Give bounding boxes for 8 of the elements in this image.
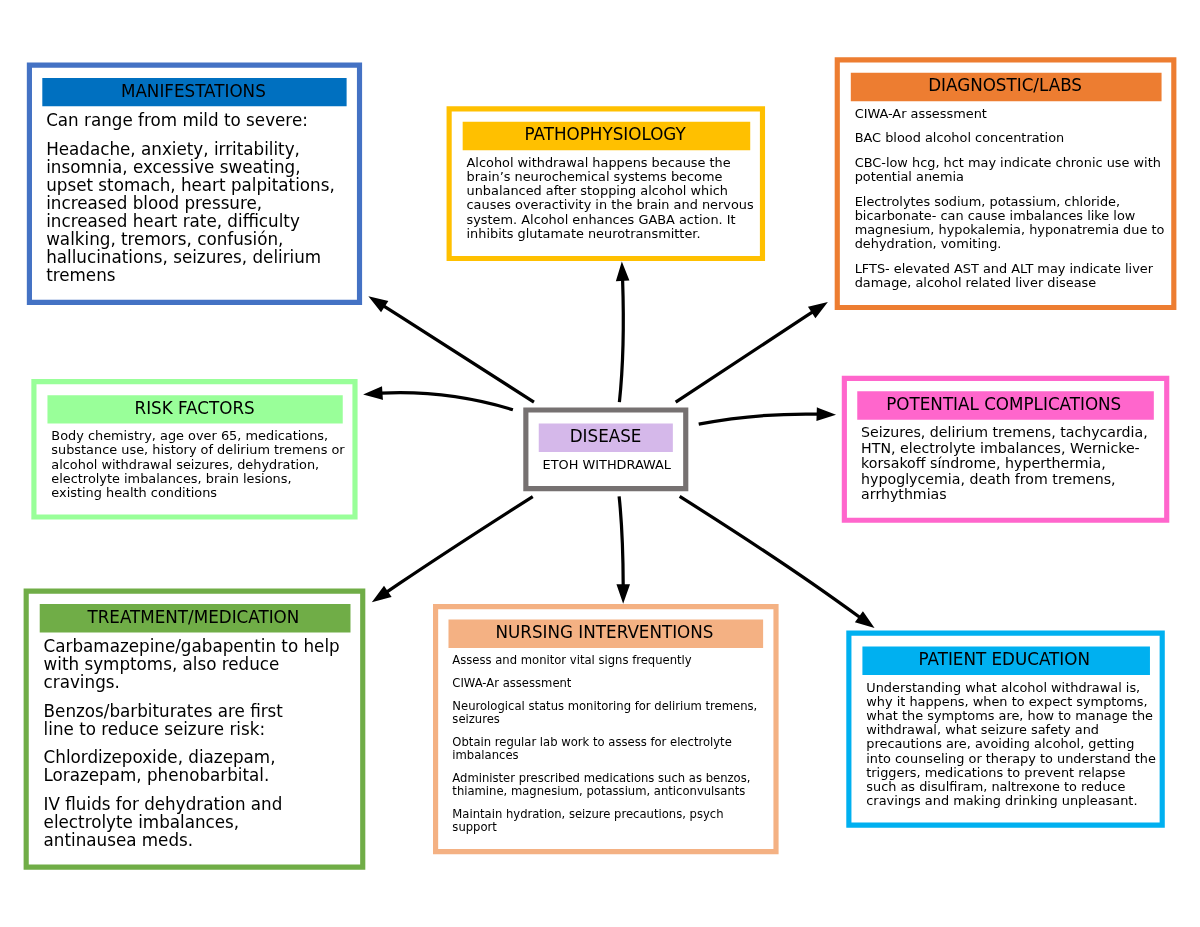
arrow: [615, 261, 630, 403]
arrow: [678, 495, 875, 629]
arrow: [363, 386, 514, 412]
arrow: [616, 496, 630, 604]
arrow: [368, 296, 535, 404]
arrow: [674, 301, 828, 404]
arrow: [698, 407, 837, 426]
arrow: [371, 495, 534, 603]
